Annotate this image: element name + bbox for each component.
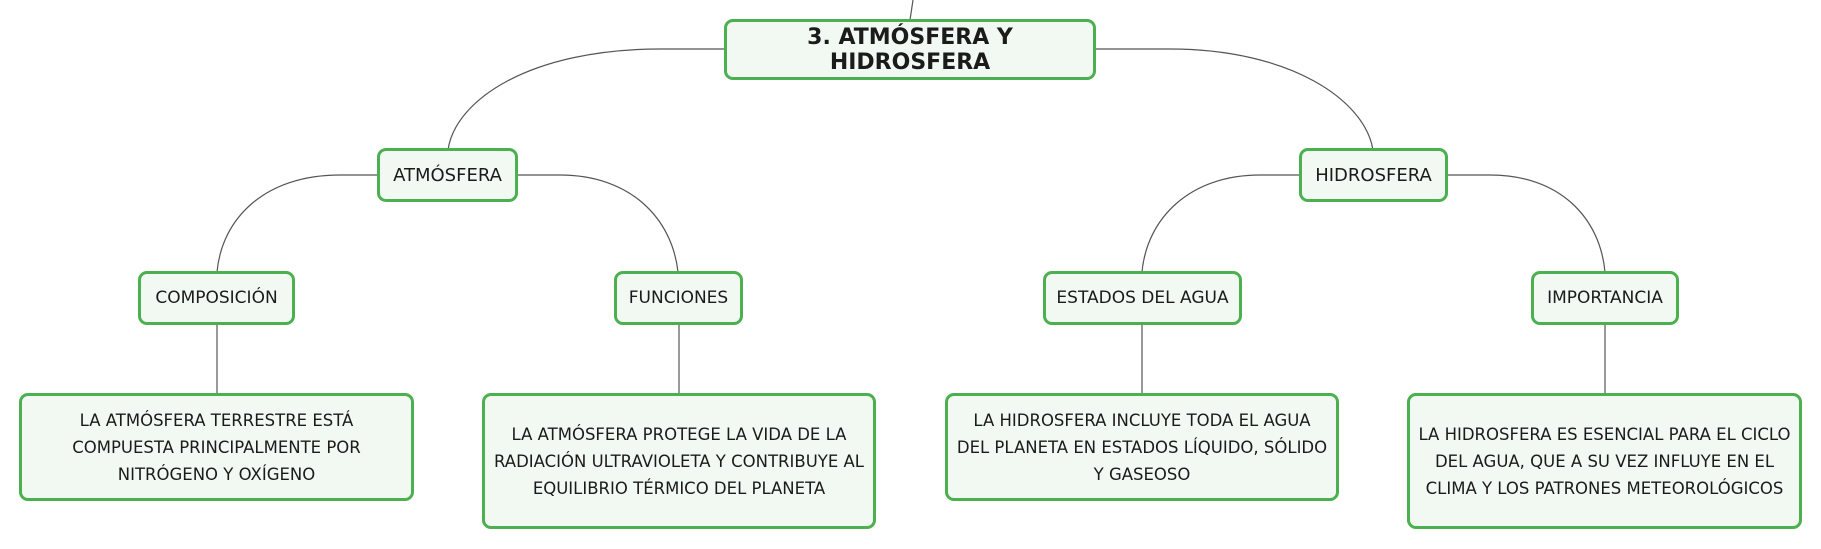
leaf-estados-text: LA HIDROSFERA INCLUYE TODA EL AGUA DEL P… xyxy=(956,410,1328,484)
connector-atmosfera-composicion xyxy=(216,174,377,273)
node-composicion-label: COMPOSICIÓN xyxy=(155,288,278,308)
root-label: 3. ATMÓSFERA Y HIDROSFERA xyxy=(807,24,1013,75)
node-estados-label: ESTADOS DEL AGUA xyxy=(1056,288,1229,308)
connector-hidrosfera-estados xyxy=(1141,174,1299,273)
connector-root-parent xyxy=(909,0,914,21)
node-atmosfera-label: ATMÓSFERA xyxy=(393,164,502,186)
node-importancia-label: IMPORTANCIA xyxy=(1547,288,1663,308)
node-hidrosfera-label: HIDROSFERA xyxy=(1315,164,1432,186)
root-node[interactable]: 3. ATMÓSFERA Y HIDROSFERA xyxy=(724,19,1096,80)
node-estados-del-agua[interactable]: ESTADOS DEL AGUA xyxy=(1043,271,1242,325)
node-atmosfera[interactable]: ATMÓSFERA xyxy=(377,148,518,202)
leaf-funciones[interactable]: LA ATMÓSFERA PROTEGE LA VIDA DE LA RADIA… xyxy=(482,393,876,529)
leaf-funciones-text: LA ATMÓSFERA PROTEGE LA VIDA DE LA RADIA… xyxy=(493,424,865,498)
leaf-composicion-text: LA ATMÓSFERA TERRESTRE ESTÁ COMPUESTA PR… xyxy=(72,410,361,484)
leaf-importancia-text: LA HIDROSFERA ES ESENCIAL PARA EL CICLO … xyxy=(1418,424,1791,498)
connector-hidrosfera-importancia xyxy=(1448,174,1606,273)
connector-atmosfera-funciones xyxy=(518,174,679,273)
node-hidrosfera[interactable]: HIDROSFERA xyxy=(1299,148,1448,202)
leaf-estados-del-agua[interactable]: LA HIDROSFERA INCLUYE TODA EL AGUA DEL P… xyxy=(945,393,1339,501)
node-funciones[interactable]: FUNCIONES xyxy=(614,271,743,325)
connector-root-atmosfera xyxy=(447,48,724,151)
node-funciones-label: FUNCIONES xyxy=(628,288,729,308)
node-composicion[interactable]: COMPOSICIÓN xyxy=(138,271,295,325)
leaf-importancia[interactable]: LA HIDROSFERA ES ESENCIAL PARA EL CICLO … xyxy=(1407,393,1802,529)
node-importancia[interactable]: IMPORTANCIA xyxy=(1531,271,1679,325)
leaf-composicion[interactable]: LA ATMÓSFERA TERRESTRE ESTÁ COMPUESTA PR… xyxy=(19,393,414,501)
connector-root-hidrosfera xyxy=(1096,48,1374,151)
